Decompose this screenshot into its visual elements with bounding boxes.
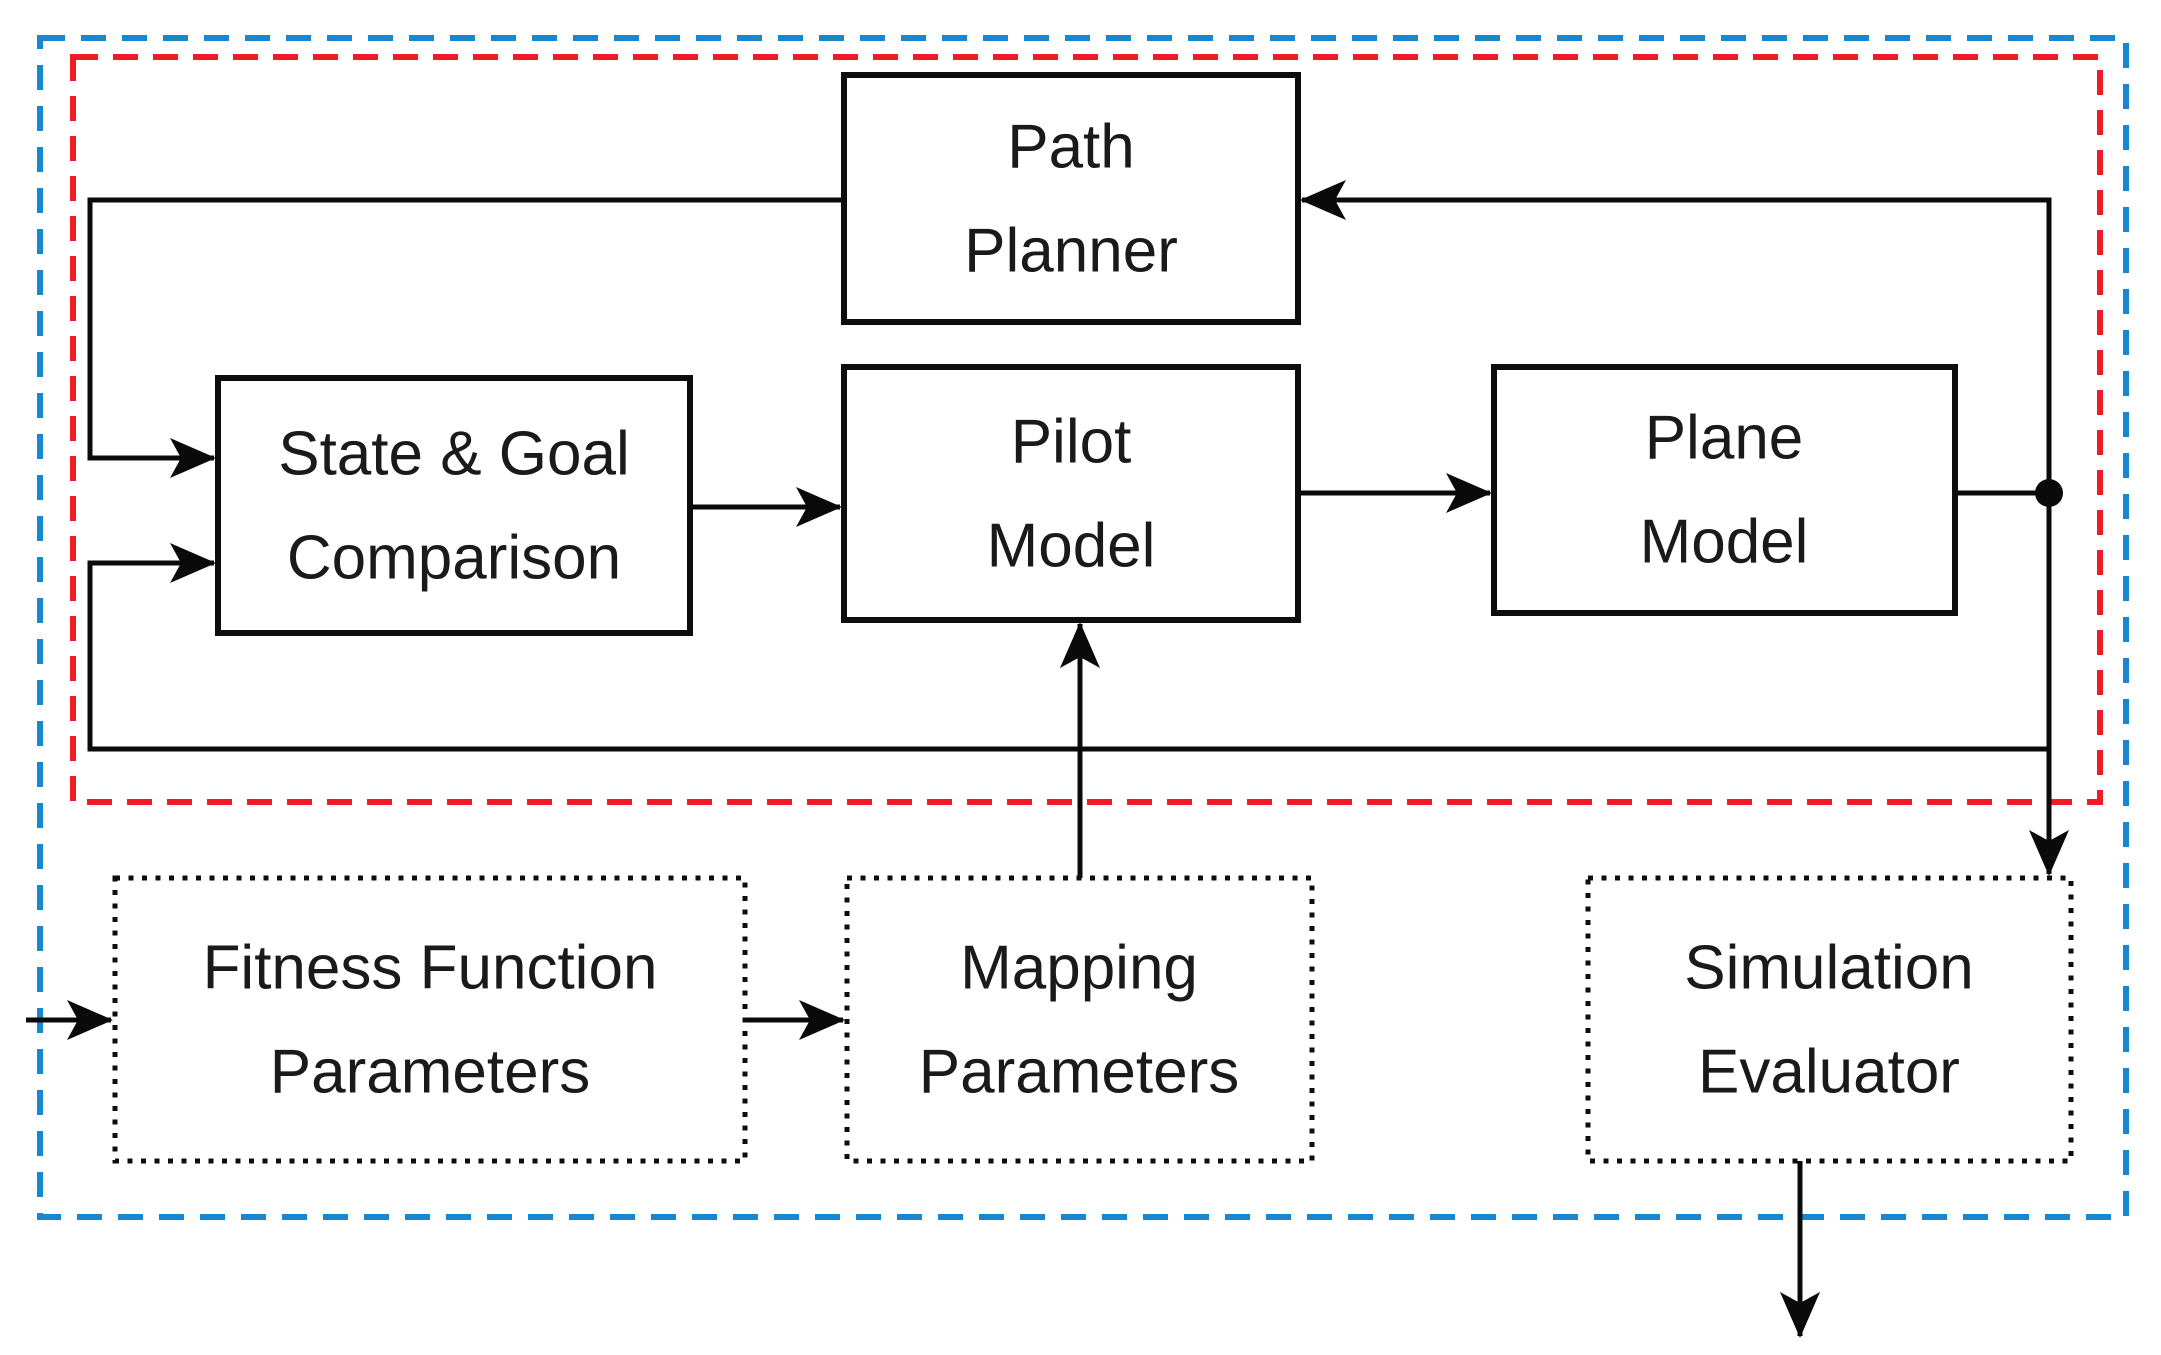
edge-feedback-to-stategoal	[87, 543, 2049, 752]
simulation-evaluator-label-line2: Evaluator	[1698, 1038, 1960, 1107]
node-plane-model: Plane Model	[1491, 364, 1958, 616]
pilot-model-box	[841, 364, 1301, 623]
path-planner-label-line1: Path	[1007, 113, 1135, 182]
state-goal-label-line1: State & Goal	[278, 420, 630, 489]
fitness-params-label-line2: Parameters	[270, 1038, 590, 1107]
node-path-planner: Path Planner	[841, 72, 1301, 325]
pilot-model-label-line2: Model	[987, 512, 1156, 581]
fitness-params-box	[112, 875, 748, 1164]
path-planner-label-line2: Planner	[964, 217, 1178, 286]
edge-pathplanner-to-stategoal	[87, 197, 844, 478]
mapping-params-label-line1: Mapping	[960, 934, 1198, 1003]
node-state-goal-comparison: State & Goal Comparison	[215, 375, 693, 636]
junction-dot	[2035, 479, 2063, 507]
plane-model-label-line1: Plane	[1645, 404, 1804, 473]
edge-junction-to-pathplanner	[1300, 180, 2052, 493]
state-goal-box	[215, 375, 693, 636]
state-goal-label-line2: Comparison	[287, 524, 621, 593]
plane-model-label-line2: Model	[1640, 508, 1809, 577]
node-fitness-function-parameters: Fitness Function Parameters	[112, 875, 748, 1164]
simulation-evaluator-label-line1: Simulation	[1684, 934, 1973, 1003]
node-pilot-model: Pilot Model	[841, 364, 1301, 623]
simulation-evaluator-box	[1585, 875, 2074, 1164]
path-planner-box	[841, 72, 1301, 325]
inner-dashed-border	[70, 54, 2103, 805]
pilot-model-label-line1: Pilot	[1011, 408, 1132, 477]
mapping-params-label-line2: Parameters	[919, 1038, 1239, 1107]
node-mapping-parameters: Mapping Parameters	[844, 875, 1315, 1164]
mapping-params-box	[844, 875, 1315, 1164]
outer-dashed-border	[37, 35, 2129, 1220]
node-simulation-evaluator: Simulation Evaluator	[1585, 875, 2074, 1164]
fitness-params-label-line1: Fitness Function	[203, 934, 658, 1003]
plane-model-box	[1491, 364, 1958, 616]
